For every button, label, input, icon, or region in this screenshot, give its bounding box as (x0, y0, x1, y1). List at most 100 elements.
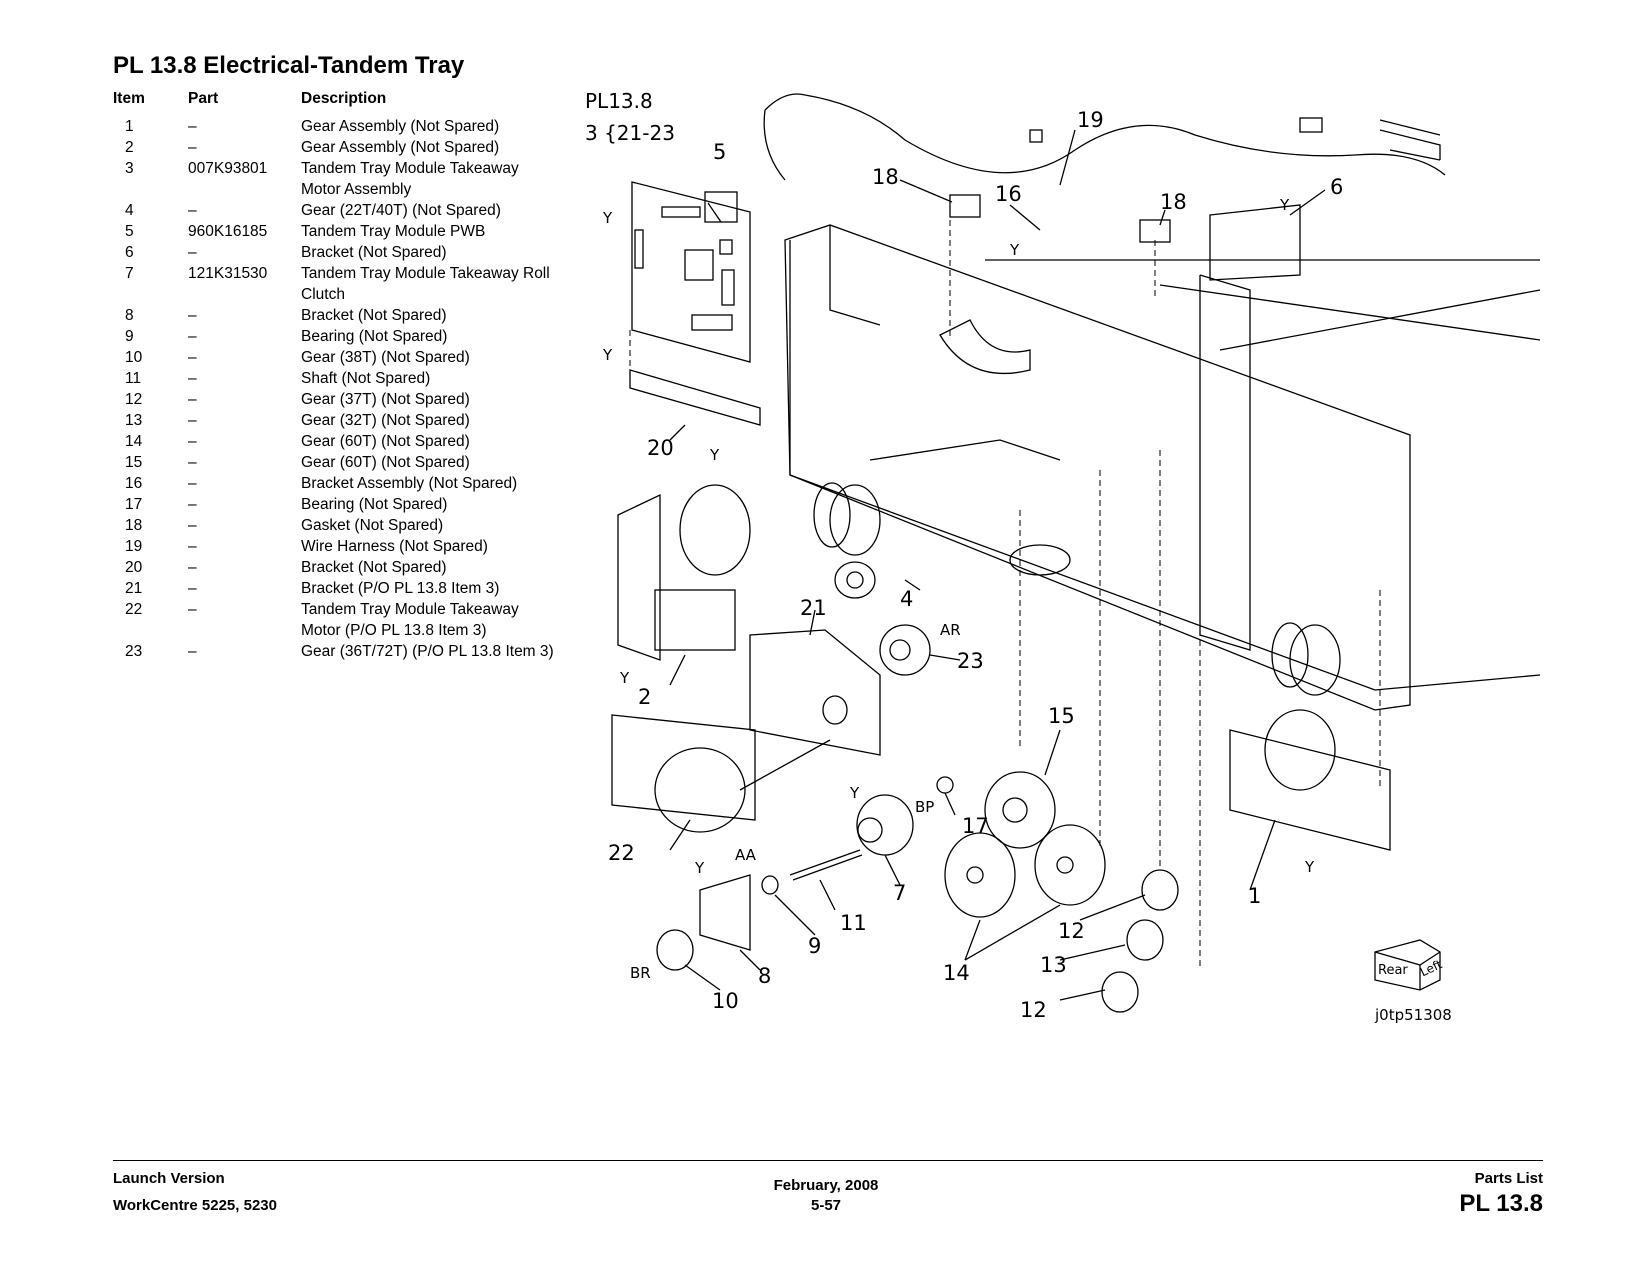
callout-labels: 1 2 4 5 6 7 8 9 10 11 12 12 13 14 15 16 … (608, 108, 1343, 1022)
motor-22-shape (611, 714, 756, 821)
figure-id: j0tp51308 (1374, 1006, 1452, 1024)
callout-4: 4 (900, 587, 913, 611)
cell-item: 2 (125, 139, 134, 156)
callout-22: 22 (608, 841, 635, 865)
callout-17: 17 (962, 814, 989, 838)
gear-14a (944, 832, 1016, 918)
cell-item: 21 (125, 580, 143, 597)
cell-part: – (188, 643, 197, 660)
callout-18a: 18 (872, 165, 899, 189)
cell-item: 5 (125, 223, 134, 240)
cell-item: 4 (125, 202, 134, 219)
cell-part: – (188, 475, 197, 492)
gasket-18a (949, 194, 981, 218)
footer-section-id: PL 13.8 (1459, 1190, 1543, 1217)
mark-y-6: Y (619, 669, 630, 687)
footer-version: Launch Version (113, 1170, 225, 1187)
callout-16: 16 (995, 182, 1022, 206)
gear-10 (656, 929, 694, 971)
cell-part: – (188, 559, 197, 576)
page-title: PL 13.8 Electrical-Tandem Tray (113, 52, 465, 79)
table-header-row: Item Part Description (113, 90, 561, 116)
cell-description: Gear (60T) (Not Spared) (301, 454, 470, 471)
cell-part: – (188, 496, 197, 513)
table-row: 12–Gear (37T) (Not Spared) (113, 389, 561, 410)
exploded-parts-diagram: PL13.8 3 {21-23 (585, 89, 1541, 1024)
mark-y-5: Y (1279, 196, 1290, 214)
cell-description: Tandem Tray Module Takeaway Roll Clutch (301, 265, 550, 303)
mark-aa: AA (735, 846, 757, 864)
letter-marks: Y Y Y Y Y Y Y Y Y AR BP AA BR Rear Left … (602, 196, 1452, 1024)
cell-part: – (188, 580, 197, 597)
table-row: 9–Bearing (Not Spared) (113, 326, 561, 347)
bracket-20-shape (629, 369, 761, 426)
cell-description: Gear (37T) (Not Spared) (301, 391, 470, 408)
gasket-18b (1139, 219, 1171, 243)
callout-19: 19 (1077, 108, 1104, 132)
cell-item: 7 (125, 265, 134, 282)
table-row: 21–Bracket (P/O PL 13.8 Item 3) (113, 578, 561, 599)
table-row: 6–Bracket (Not Spared) (113, 242, 561, 263)
table-row: 13–Gear (32T) (Not Spared) (113, 410, 561, 431)
cell-description: Bracket (Not Spared) (301, 307, 447, 324)
cell-item: 22 (125, 601, 143, 618)
mark-bp: BP (915, 798, 934, 816)
cell-description: Gear (60T) (Not Spared) (301, 433, 470, 450)
footer-page-number: 5-57 (810, 1197, 842, 1214)
clutch-7 (856, 794, 914, 856)
footer-section: Parts List (1474, 1170, 1543, 1187)
table-row: 20 – Bracket (Not Spared) (113, 557, 561, 578)
cell-description: Gear Assembly (Not Spared) (301, 139, 500, 156)
cell-item: 16 (125, 475, 143, 492)
footer-rule (113, 1160, 1543, 1161)
cell-description: Tandem Tray Module Takeaway Motor (P/O P… (301, 601, 519, 639)
table-row: 23–Gear (36T/72T) (P/O PL 13.8 Item 3) (113, 641, 561, 662)
cell-item: 20 (125, 559, 143, 576)
cell-item: 14 (125, 433, 143, 450)
cell-item: 18 (125, 517, 143, 534)
diagram-header-line2: 3 {21-23 (585, 121, 675, 145)
cell-part: – (188, 412, 197, 429)
callout-20: 20 (647, 436, 674, 460)
cell-item: 12 (125, 391, 143, 408)
cell-item: 17 (125, 496, 143, 513)
cell-part: 960K16185 (188, 223, 268, 240)
bracket-8-shape (699, 874, 751, 951)
cell-description: Gasket (Not Spared) (301, 517, 444, 534)
cell-description: Gear (36T/72T) (P/O PL 13.8 Item 3) (301, 643, 554, 660)
callout-8: 8 (758, 964, 771, 988)
cell-description: Gear (22T/40T) (Not Spared) (301, 202, 501, 219)
cell-item: 3 (125, 160, 134, 177)
bearing-9 (761, 875, 779, 895)
bearing-17 (936, 776, 954, 794)
callout-11: 11 (840, 911, 867, 935)
cell-part: 007K93801 (188, 160, 268, 177)
cell-description: Gear Assembly (Not Spared) (301, 118, 500, 135)
callout-6: 6 (1330, 175, 1343, 199)
cell-part: – (188, 139, 197, 156)
cell-part: – (188, 517, 197, 534)
mark-y-3: Y (709, 446, 720, 464)
diagram-header-line1: PL13.8 (585, 89, 653, 113)
table-row: 22–Tandem Tray Module Takeaway Motor (P/… (113, 599, 561, 641)
cell-part: – (188, 328, 197, 345)
cell-item: 9 (125, 328, 134, 345)
cell-part: – (188, 349, 197, 366)
footer-date: February, 2008 (773, 1177, 879, 1194)
shaft-11 (789, 849, 861, 876)
table-row: 15–Gear (60T) (Not Spared) (113, 452, 561, 473)
gear-23 (879, 624, 931, 676)
cell-description: Bracket (Not Spared) (301, 559, 447, 576)
parts-table: Item Part Description 1–Gear Assembly (N… (113, 90, 561, 662)
cell-item: 13 (125, 412, 143, 429)
mark-y-2: Y (602, 346, 613, 364)
cell-part: – (188, 454, 197, 471)
gear-15 (984, 771, 1056, 849)
callout-2: 2 (638, 685, 651, 709)
cube-rear-label: Rear (1378, 963, 1408, 978)
cell-description: Bearing (Not Spared) (301, 496, 448, 513)
cell-part: – (188, 538, 197, 555)
